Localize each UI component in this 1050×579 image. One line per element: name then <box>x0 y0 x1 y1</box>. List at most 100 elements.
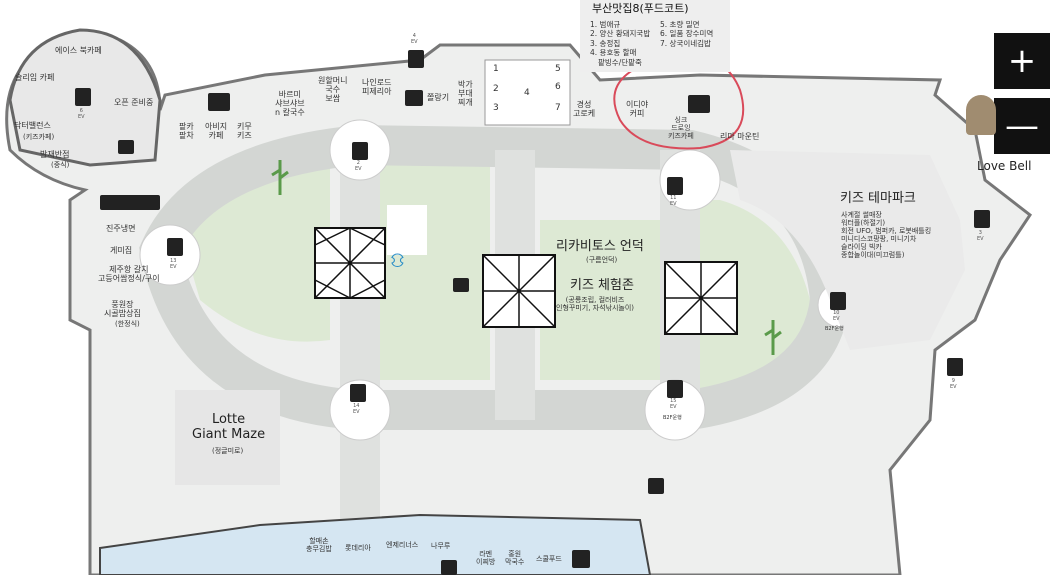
store-doctor-balance[interactable]: 닥터밸런스 <box>14 121 51 130</box>
elevator-icon[interactable] <box>947 358 963 376</box>
store-balje[interactable]: 발재반점 <box>40 150 70 159</box>
stall-7[interactable]: 7 <box>555 103 561 113</box>
elevator-icon[interactable] <box>830 292 846 310</box>
stall-1[interactable]: 1 <box>493 64 499 74</box>
node-2 <box>329 379 391 441</box>
escalator-icon[interactable] <box>453 278 469 292</box>
stall-2[interactable]: 2 <box>493 84 499 94</box>
food-item: 1. 범애규 <box>590 20 621 29</box>
love-bell-label[interactable]: Love Bell <box>977 159 1032 173</box>
store-abiji[interactable]: 아비지 카페 <box>205 122 228 141</box>
themepark-area <box>730 150 965 350</box>
store-ace-book-cafe[interactable]: 에이스 북카페 <box>55 46 102 55</box>
stall-4[interactable]: 4 <box>524 88 530 98</box>
elevator-label: 3 EV <box>977 230 984 242</box>
elevator-icon[interactable] <box>75 88 91 106</box>
elevator-label: 10 EV <box>833 310 840 322</box>
elevator-label: 15 EV <box>670 398 677 410</box>
zoom-out-button[interactable]: — <box>994 98 1050 154</box>
stall-grid <box>484 59 571 126</box>
giant-maze-block <box>175 390 280 485</box>
store-doctor-balance-sub: (키즈카페) <box>23 133 55 141</box>
store-bareumi[interactable]: 바르미 샤브샤브 n 칼국수 <box>275 90 305 118</box>
food-court-title: 부산맛집8(푸드코트) <box>592 2 689 15</box>
area-rikka-hill-sub: (구름언덕) <box>586 256 618 264</box>
store-gyeongseong[interactable]: 경성 고로케 <box>573 100 596 119</box>
elevator-icon[interactable] <box>408 50 424 68</box>
stall-6[interactable]: 6 <box>555 82 561 92</box>
store-pungwon-sub: (한정식) <box>115 320 140 328</box>
store-sink-drawing[interactable]: 싱크 드로잉 키즈카페 <box>668 116 694 141</box>
store-balje-sub: (중식) <box>51 161 70 169</box>
escalator-icon[interactable] <box>118 140 134 154</box>
escalator-icon[interactable] <box>648 478 664 494</box>
area-rikka-hill[interactable]: 리카비토스 언덕 <box>556 239 644 254</box>
bottom-namuru[interactable]: 나무루 <box>431 542 451 550</box>
store-rima[interactable]: 리마 마운틴 <box>720 132 760 141</box>
elevator-label: 11 EV <box>670 195 677 207</box>
tent-1 <box>314 227 386 299</box>
elevator-icon[interactable] <box>667 380 683 398</box>
bottom-hongwon[interactable]: 홍원 막국수 <box>505 550 525 567</box>
store-idea-coffee[interactable]: 이디야 커피 <box>626 100 649 119</box>
area-kids-zone[interactable]: 키즈 체험존 <box>570 278 634 293</box>
elevator-label: 13 EV <box>170 258 177 270</box>
tent-3 <box>664 261 738 335</box>
area-kids-themepark[interactable]: 키즈 테마파크 <box>840 191 916 206</box>
store-kimu[interactable]: 키무 키즈 <box>237 122 252 141</box>
store-nine-lord[interactable]: 나인로드 피제리아 <box>362 78 392 97</box>
food-item: 5. 초량 밀면 <box>660 20 700 29</box>
bottom-angelinus[interactable]: 엔제리너스 <box>386 541 419 549</box>
restroom-icon[interactable] <box>688 95 710 113</box>
elevator-label: 2 EV <box>355 160 362 172</box>
food-item: 3. 송정집 <box>590 38 621 48</box>
store-patbing[interactable]: 팥카 팥차 <box>179 122 194 141</box>
love-bell-icon[interactable] <box>966 95 996 135</box>
node-4 <box>659 149 721 211</box>
stall-5[interactable]: 5 <box>555 64 561 74</box>
food-item: 2. 양산 황돼지국밥 <box>590 29 651 39</box>
food-item: 팥빙수/단팥죽 <box>598 57 642 67</box>
b2f-label-1: B2F운행 <box>825 326 844 332</box>
bottom-ramen[interactable]: 라멘 이찌방 <box>476 550 496 567</box>
path-vertical-1 <box>340 150 380 570</box>
lawn-center-left <box>380 160 490 380</box>
food-item: 6. 일품 장수미역 <box>660 29 714 39</box>
store-gemijip[interactable]: 게미집 <box>110 246 133 255</box>
store-jjuljangi[interactable]: 쫄랑기 <box>427 93 450 102</box>
area-giant-maze[interactable]: Lotte Giant Maze <box>192 412 266 442</box>
zoom-in-button[interactable]: + <box>994 33 1050 89</box>
store-bakga[interactable]: 박가 부대 찌개 <box>458 80 473 108</box>
stall-3[interactable]: 3 <box>493 103 499 113</box>
elevator-icon[interactable] <box>352 142 368 160</box>
store-jinju[interactable]: 진주냉면 <box>106 224 136 233</box>
bottom-halmaesi[interactable]: 할매손 충무김밥 <box>306 537 332 554</box>
elevator-icon[interactable] <box>350 384 366 402</box>
store-pungwon[interactable]: 풍원장 시골밥상집 <box>104 300 141 319</box>
elevator-label: 6 EV <box>78 108 85 120</box>
bottom-lotteria[interactable]: 롯데리아 <box>345 544 371 552</box>
b2f-label-2: B2F운행 <box>663 415 682 421</box>
store-open-prep[interactable]: 오픈 준비중 <box>114 98 154 107</box>
elevator-label: 9 EV <box>950 378 957 390</box>
elevator-icon[interactable] <box>667 177 683 195</box>
elevator-icon[interactable] <box>167 238 183 256</box>
lawn-right <box>690 200 810 390</box>
area-kids-zone-sub: (공룡조립, 컬러비즈 인형꾸미기, 자석낚시놀이) <box>556 296 635 313</box>
elevator-label: 14 EV <box>353 403 360 415</box>
store-slim-cafe[interactable]: 슬리임 카페 <box>15 73 55 82</box>
food-court-box[interactable]: 부산맛집8(푸드코트) 1. 범애규 2. 양산 황돼지국밥 3. 송정집 4.… <box>580 0 730 72</box>
store-jeju[interactable]: 제주항 갈치 고등어쌈정식/구이 <box>98 265 160 284</box>
bottom-school-food[interactable]: 스쿨푸드 <box>536 555 562 563</box>
atm-icon[interactable] <box>100 195 160 210</box>
restroom-icon[interactable] <box>441 560 457 575</box>
elevator-icon[interactable] <box>572 550 590 568</box>
area-giant-maze-sub: (정글미로) <box>212 447 244 455</box>
store-wonjo[interactable]: 원할머니 국수 보쌈 <box>318 76 348 104</box>
restroom-icon[interactable] <box>208 93 230 111</box>
area-themepark-list: 사계절 썰매장 워터플(하절기) 회전 UFO, 범퍼카, 로봇배틀킹 미니디스… <box>841 211 932 260</box>
elevator-icon[interactable] <box>974 210 990 228</box>
nursing-room-icon[interactable] <box>405 90 423 106</box>
